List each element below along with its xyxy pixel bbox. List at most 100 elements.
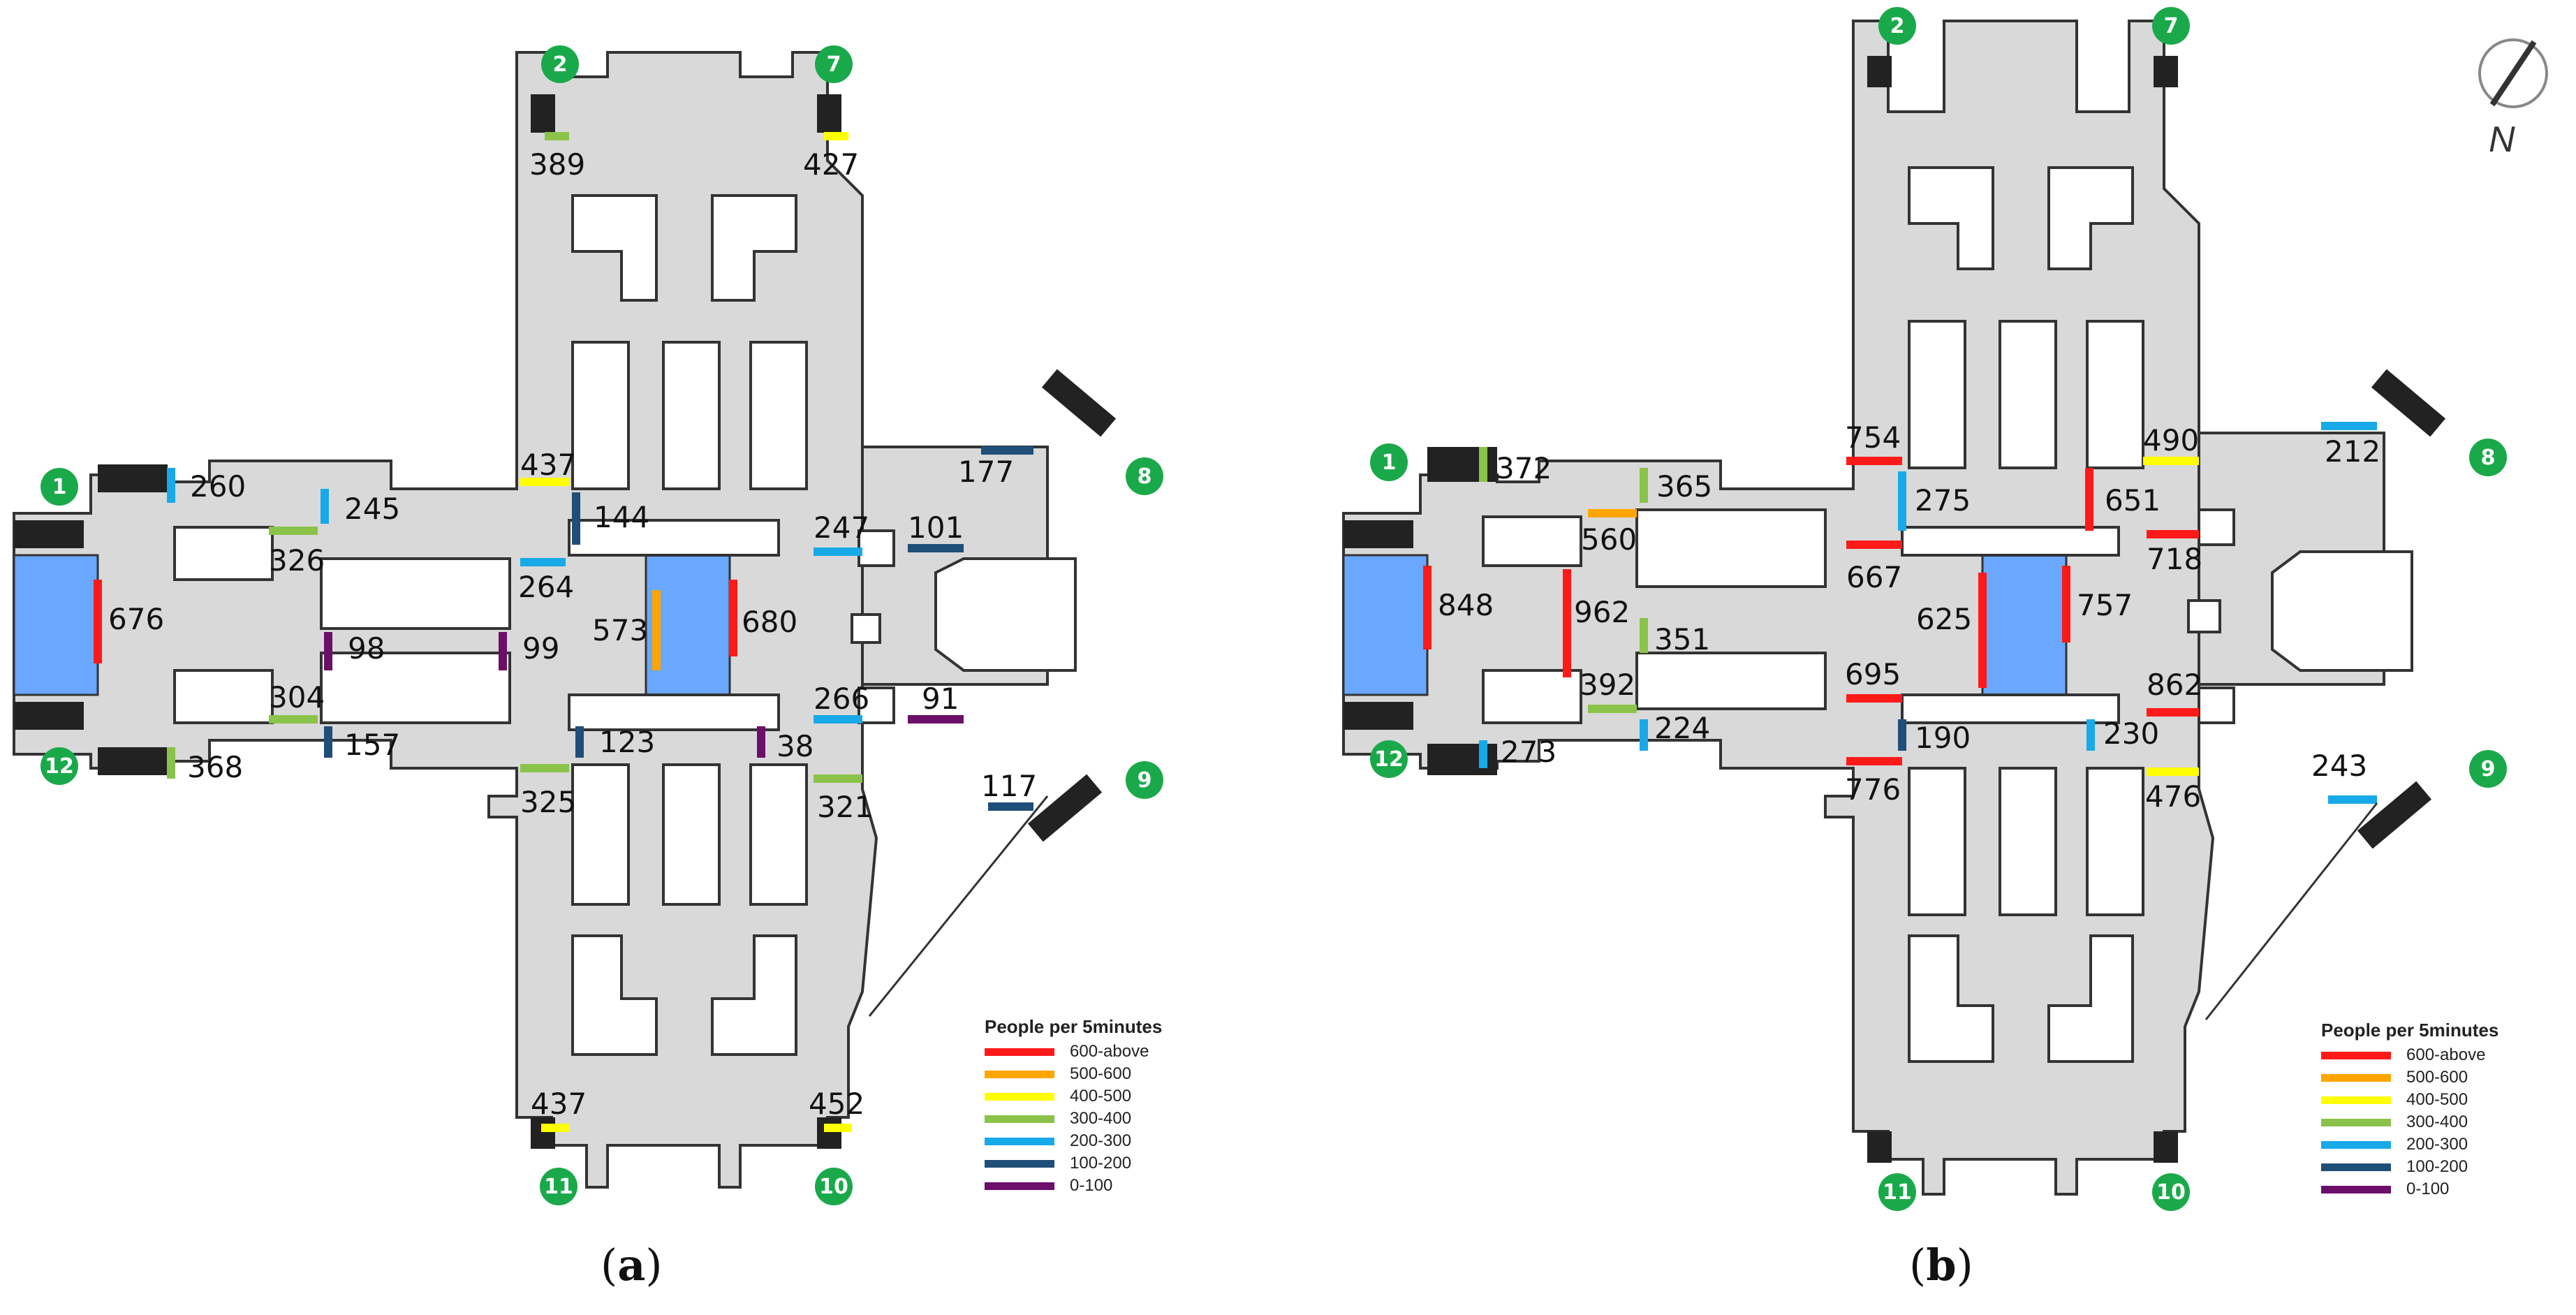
flow-count: 365 [1656, 469, 1713, 504]
escalator [2371, 369, 2446, 437]
escalator [531, 94, 555, 133]
platform-area-west [1342, 554, 1429, 696]
flow-count: 38 [777, 729, 814, 763]
legend-item: 400-500 [2321, 1089, 2498, 1111]
flow-count: 848 [1438, 588, 1494, 622]
entrance-marker: 1 [1370, 443, 1408, 481]
escalator [2357, 781, 2432, 849]
flow-count: 326 [269, 543, 325, 578]
station-floor-plan-b [1342, 20, 2446, 1196]
entrance-marker: 7 [815, 45, 853, 83]
entrance-marker: 1 [41, 468, 78, 506]
escalator [1867, 56, 1892, 87]
legend-label: 200-300 [2406, 1135, 2468, 1154]
north-arrow-icon: N [2475, 31, 2552, 171]
flow-count: 117 [981, 769, 1038, 803]
escalator [98, 747, 168, 775]
legend-swatch [2321, 1163, 2391, 1171]
escalator [2154, 56, 2178, 87]
legend-item: 500-600 [2321, 1066, 2498, 1089]
legend-item: 200-300 [2321, 1133, 2498, 1156]
entrance-marker: 2 [1878, 7, 1916, 45]
north-label: N [2489, 119, 2515, 160]
flow-count: 437 [531, 1087, 587, 1121]
entrance-marker: 9 [1126, 761, 1163, 799]
legend-item: 0-100 [2321, 1178, 2498, 1200]
flow-count: 99 [522, 631, 560, 666]
flow-count: 230 [2103, 717, 2160, 751]
flow-count: 101 [908, 510, 964, 545]
flow-count: 490 [2143, 423, 2200, 457]
legend-swatch [985, 1137, 1054, 1145]
legend-swatch [2321, 1096, 2391, 1104]
flow-count: 157 [344, 728, 401, 762]
legend-item: 600-above [985, 1041, 1162, 1063]
escalator [1027, 774, 1103, 842]
legend-title: People per 5minutes [985, 1016, 1163, 1037]
flow-count: 321 [817, 790, 874, 824]
flow-count: 718 [2147, 542, 2203, 576]
legend-swatch [985, 1182, 1054, 1190]
panel-caption: (b) [1909, 1240, 1973, 1291]
flow-count: 368 [187, 750, 244, 784]
entrance-marker: 10 [815, 1168, 853, 1205]
flow-count: 776 [1845, 772, 1901, 807]
legend-item: 100-200 [2321, 1156, 2498, 1178]
flow-count: 144 [594, 500, 650, 534]
escalator [14, 702, 84, 730]
compass-icon [2478, 38, 2548, 108]
legend-swatch [2321, 1118, 2391, 1126]
legend-item: 600-above [2321, 1044, 2498, 1066]
floor-plan-panel-a: 260 245 326 676 98 99 304 157 368 264 14… [13, 45, 1163, 1291]
floor-plan-panel-b: 372 365 560 848 962 351 392 224 273 754 … [1288, 0, 2576, 1315]
legend-item: 100-200 [985, 1152, 1162, 1175]
legend-label: 600-above [1070, 1042, 1149, 1061]
flow-count: 275 [1915, 483, 1971, 517]
flow-count: 625 [1916, 602, 1973, 636]
flow-count: 266 [814, 682, 870, 716]
entrance-marker: 12 [1370, 740, 1408, 778]
legend-item: 400-500 [985, 1085, 1162, 1108]
flow-count: 754 [1845, 420, 1901, 455]
flow-count: 437 [520, 448, 577, 482]
flow-count: 273 [1501, 735, 1557, 769]
platform-area-west [13, 554, 99, 696]
flow-count: 243 [2311, 749, 2368, 783]
legend-swatch [2321, 1073, 2391, 1082]
escalator [1041, 369, 1117, 437]
flow-count: 862 [2147, 668, 2203, 702]
legend-swatch [985, 1159, 1054, 1168]
legend-swatch [2321, 1051, 2391, 1059]
flow-count: 351 [1654, 622, 1711, 656]
entrance-marker: 7 [2152, 7, 2190, 45]
flow-count: 264 [518, 570, 575, 604]
escalator [1867, 1131, 1892, 1163]
flow-count: 260 [190, 469, 246, 504]
flow-count: 177 [958, 455, 1015, 489]
escalator [98, 464, 168, 492]
entrance-marker: 11 [540, 1168, 577, 1205]
legend-label: 0-100 [2406, 1180, 2450, 1198]
legend: People per 5minutes 600-above 500-600 40… [985, 1016, 1162, 1197]
escalator [817, 1117, 841, 1149]
flow-count: 680 [742, 605, 798, 639]
legend-swatch [2321, 1140, 2391, 1149]
flow-count: 476 [2145, 779, 2202, 814]
legend-swatch [985, 1048, 1054, 1056]
escalator [1344, 520, 1413, 548]
flow-count: 651 [2105, 483, 2161, 517]
legend: People per 5minutes 600-above 500-600 40… [2321, 1020, 2498, 1200]
flow-count: 573 [592, 613, 649, 647]
legend-item: 500-600 [985, 1063, 1162, 1085]
panel-caption: (a) [601, 1240, 663, 1291]
legend-label: 500-600 [2406, 1068, 2468, 1087]
flow-count: 676 [108, 602, 165, 636]
flow-count: 392 [1580, 668, 1636, 702]
entrance-marker: 9 [2469, 750, 2507, 788]
platform-area-center [1981, 554, 2068, 696]
legend-label: 300-400 [2406, 1112, 2468, 1131]
entrance-marker: 12 [41, 747, 78, 785]
entrance-marker: 8 [1126, 457, 1163, 495]
legend-label: 0-100 [1070, 1176, 1113, 1195]
escalator [1344, 702, 1413, 730]
